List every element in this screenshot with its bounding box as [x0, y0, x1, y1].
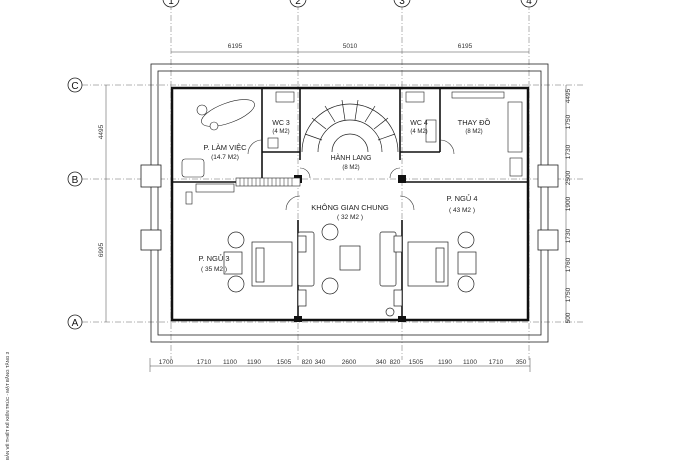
wc-fixtures [267, 91, 437, 149]
dim-right-5: 1900 [565, 196, 572, 211]
room-office-area: (14.7 M2) [211, 154, 239, 161]
dim-right-8: 1750 [565, 287, 572, 302]
room-dressing-name: THAY ĐỒ [458, 117, 491, 127]
axis-label-col-3: 3 [399, 0, 405, 7]
spiral-stair [301, 99, 399, 153]
room-office-name: P. LÀM VIỆC [203, 143, 247, 152]
dim-right-1: 4495 [565, 88, 572, 103]
dim-top-3: 6195 [458, 43, 473, 50]
room-bed4-name: P. NGỦ 4 [446, 194, 477, 203]
dim-bottom-1: 1700 [159, 359, 174, 366]
room-wc4-name: WC 4 [410, 120, 428, 127]
dim-bottom-5: 1505 [277, 359, 292, 366]
bay-windows [140, 164, 559, 251]
room-bed3-name: P. NGỦ 3 [198, 254, 229, 263]
room-wc4-area: (4 M2) [410, 129, 427, 135]
dim-bottom-7: 340 [315, 359, 326, 366]
dim-bottom-3: 1100 [223, 359, 237, 366]
room-bed4-area: ( 43 M2 ) [449, 207, 475, 214]
office-furniture [181, 99, 255, 205]
side-vertical-note: BẢN VẼ THIẾT KẾ KIẾN TRÚC - MẶT BẰNG TẦN… [3, 351, 10, 460]
dim-bottom-14: 1710 [489, 359, 504, 366]
dimension-lines [105, 51, 567, 372]
dim-right-4: 2500 [565, 170, 572, 185]
dim-right-6: 1730 [565, 228, 572, 243]
railing-hatch [239, 178, 293, 186]
dim-top-1: 6195 [228, 43, 243, 50]
interior-walls [172, 88, 528, 320]
room-wc3-name: WC 3 [272, 120, 290, 127]
dim-left-1: 4495 [98, 124, 105, 139]
room-dressing-area: (8 M2) [465, 129, 482, 135]
room-hall-name: HÀNH LANG [331, 153, 372, 162]
exterior-walls [170, 86, 530, 322]
room-common-area: ( 32 M2 ) [337, 214, 363, 221]
axis-label-row-b: B [72, 175, 79, 186]
bedroom3-furniture [223, 231, 307, 307]
dim-right-7: 1760 [565, 257, 572, 272]
dim-left-2: 6995 [98, 242, 105, 257]
dim-right-2: 1750 [565, 114, 572, 129]
dim-bottom-12: 1190 [438, 359, 452, 366]
dim-right-3: 1730 [565, 144, 572, 159]
dim-bottom-8: 2600 [342, 359, 357, 366]
axis-label-col-2: 2 [295, 0, 301, 7]
dim-bottom-10: 820 [390, 359, 401, 366]
room-bed3-area: ( 35 M2 ) [201, 266, 227, 273]
room-hall-area: (8 M2) [342, 165, 359, 171]
common-furniture [297, 223, 397, 317]
axis-label-row-c: C [71, 81, 78, 92]
dressing-furniture [451, 91, 523, 177]
axis-bubbles [67, 0, 538, 330]
dim-bottom-11: 1505 [409, 359, 424, 366]
eave-outline [150, 63, 549, 343]
axis-label-col-4: 4 [526, 0, 532, 7]
dim-right-9: 500 [565, 312, 572, 323]
room-wc3-area: (4 M2) [272, 129, 289, 135]
door-swings [247, 139, 455, 211]
axis-label-col-1: 1 [168, 0, 174, 7]
dim-bottom-4: 1190 [247, 359, 261, 366]
axis-label-row-a: A [72, 318, 79, 329]
dim-bottom-9: 340 [376, 359, 387, 366]
dim-bottom-2: 1710 [197, 359, 212, 366]
dim-top-2: 5010 [343, 43, 358, 50]
dim-bottom-15: 350 [516, 359, 527, 366]
dim-bottom-13: 1100 [463, 359, 477, 366]
dim-bottom-6: 820 [302, 359, 313, 366]
room-common-name: KHÔNG GIAN CHUNG [311, 203, 389, 212]
bedroom4-furniture [393, 231, 477, 307]
